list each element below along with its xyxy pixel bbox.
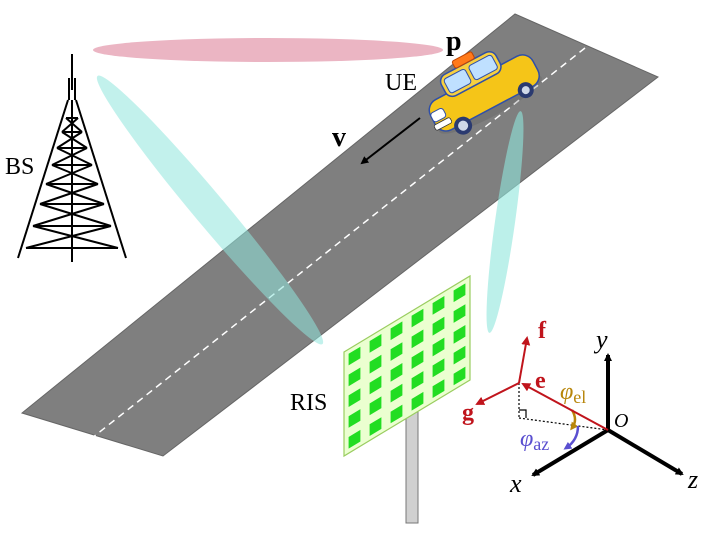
- f-vector: [518, 336, 531, 384]
- bs-ris-beam: [96, 75, 324, 345]
- position-label: p: [446, 26, 462, 57]
- ris-cell: [348, 346, 361, 366]
- car-ue: [428, 50, 542, 135]
- ris-cell: [411, 371, 424, 390]
- x-axis: [531, 428, 610, 477]
- right-angle-mark: [519, 409, 527, 418]
- velocity-label: v: [332, 122, 346, 153]
- ris-cell: [411, 308, 424, 328]
- g-vector: [475, 382, 520, 405]
- e-label: e: [535, 368, 546, 394]
- ris-cell: [411, 391, 424, 411]
- ris-cell: [432, 337, 445, 357]
- ris-panel: [343, 274, 471, 458]
- ue-label: UE: [385, 70, 417, 96]
- bs-ue-beam: [93, 38, 443, 62]
- road-center-line: [91, 47, 586, 439]
- ris-cell: [453, 366, 466, 386]
- ris-cell: [411, 329, 424, 349]
- ris-cell: [432, 316, 445, 336]
- z-axis: [606, 428, 684, 476]
- elevation-angle-label: φel: [560, 379, 586, 407]
- ris-cell: [369, 417, 382, 436]
- ris-cell: [453, 304, 466, 323]
- z-axis-label: z: [687, 465, 698, 494]
- e-vector: [521, 383, 609, 431]
- ris-cell: [348, 367, 361, 387]
- ris-cell: [432, 296, 445, 315]
- projection-horizontal: [518, 417, 609, 431]
- ris-cell: [348, 388, 361, 407]
- origin-label: O: [614, 410, 628, 432]
- ris-cell: [390, 383, 403, 403]
- ris-cell: [390, 321, 403, 341]
- ris-cell: [453, 325, 466, 344]
- ris-cell: [411, 350, 424, 369]
- ris-cell: [348, 429, 361, 449]
- ris-cell: [390, 404, 403, 424]
- ris-cell: [369, 375, 382, 395]
- bs-label: BS: [5, 154, 34, 180]
- ris-cell: [453, 345, 466, 365]
- ris-ue-beam: [486, 111, 524, 333]
- azimuth-arc: [563, 425, 580, 450]
- ris-cell: [390, 363, 403, 382]
- ris-cell: [432, 379, 445, 398]
- coordinate-frame: [475, 336, 684, 477]
- road: [20, 13, 659, 457]
- ris-cell: [453, 283, 466, 303]
- ris-cell: [369, 334, 382, 353]
- ris-cell: [348, 409, 361, 428]
- velocity-arrow: [360, 117, 421, 165]
- ris-cell: [369, 354, 382, 374]
- x-axis-label: x: [509, 469, 522, 498]
- bs-tower: [17, 54, 127, 262]
- g-label: g: [462, 400, 474, 426]
- ris-cell: [390, 342, 403, 361]
- f-label: f: [538, 318, 547, 344]
- ris-cells: [348, 283, 466, 449]
- y-axis-label: y: [593, 325, 608, 354]
- ris-label: RIS: [290, 390, 327, 416]
- beams: [93, 38, 524, 345]
- ris-cell: [432, 358, 445, 378]
- azimuth-angle-label: φaz: [520, 426, 549, 454]
- ris-cell: [369, 396, 382, 416]
